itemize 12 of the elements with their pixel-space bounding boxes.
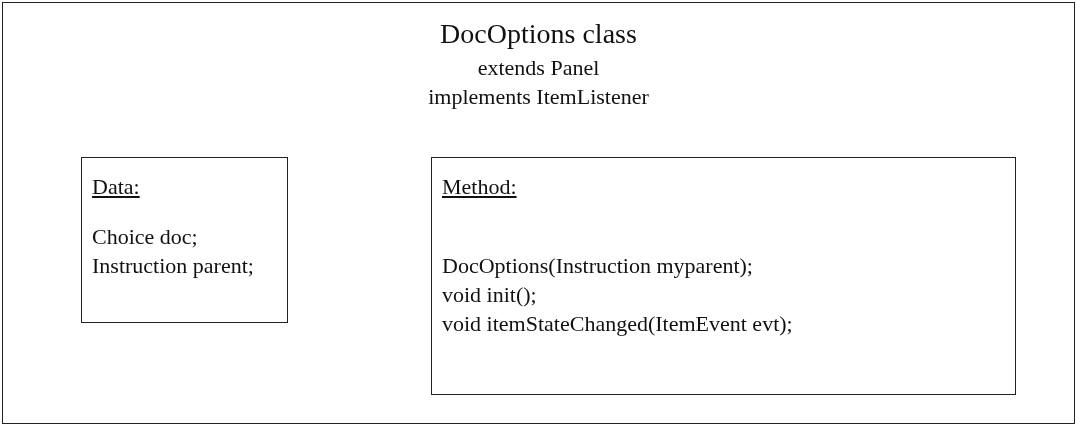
code-line: Instruction parent;	[92, 253, 254, 280]
section-heading: Method:	[442, 174, 517, 201]
member-box	[431, 157, 1016, 395]
member-box	[81, 157, 288, 323]
class-declaration: extends Panel	[477, 55, 600, 82]
code-line: void init();	[442, 282, 537, 309]
code-line: DocOptions(Instruction myparent);	[442, 253, 753, 280]
code-line: Choice doc;	[92, 224, 198, 251]
code-line: void itemStateChanged(ItemEvent evt);	[442, 311, 793, 338]
class-declaration: implements ItemListener	[428, 84, 649, 111]
class-name: DocOptions class	[440, 17, 637, 51]
section-heading: Data:	[92, 174, 140, 201]
